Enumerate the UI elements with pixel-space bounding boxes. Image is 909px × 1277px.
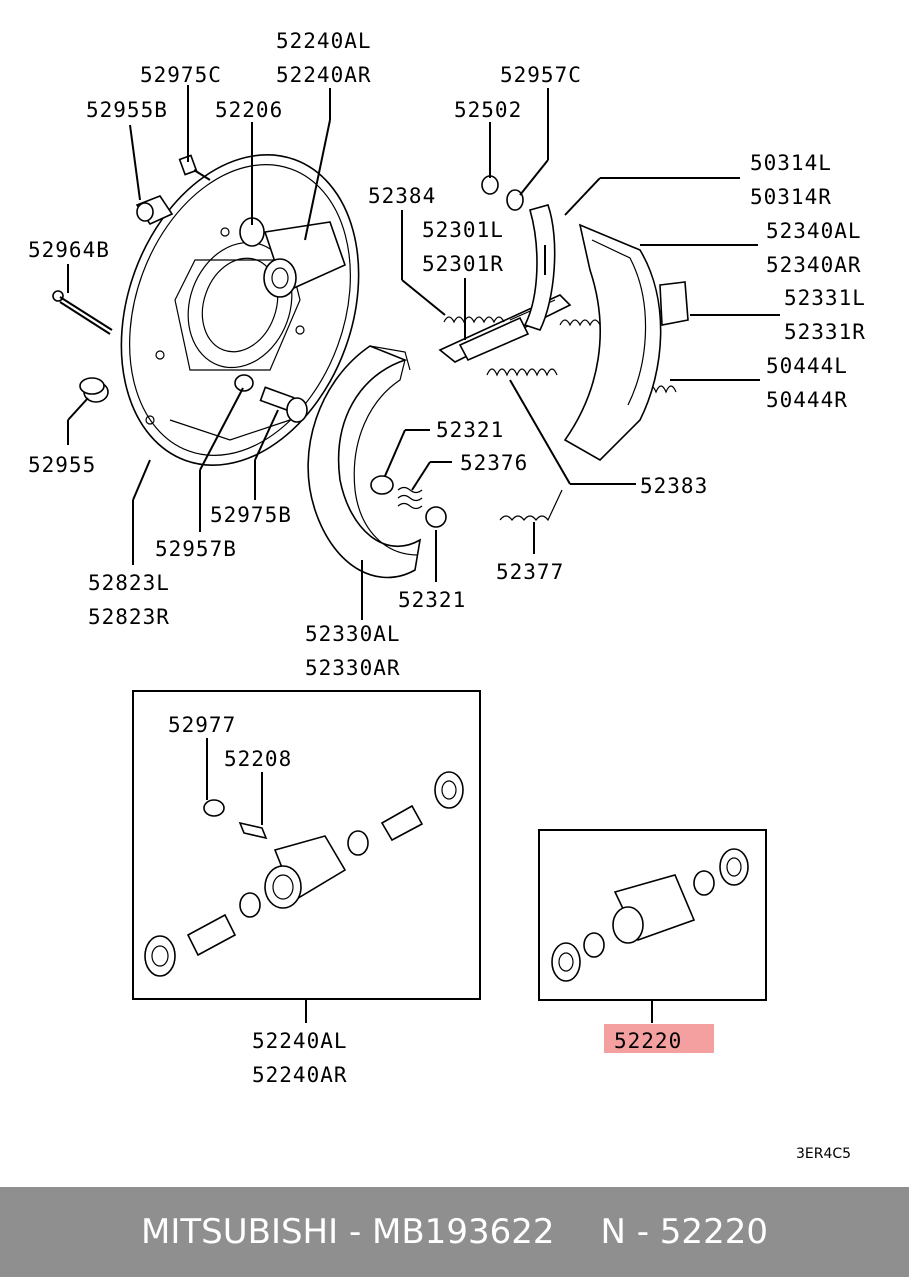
label-50314R: 50314R	[750, 185, 832, 209]
label-52220-highlighted: 52220	[614, 1029, 682, 1053]
label-52975C: 52975C	[140, 63, 222, 87]
leader-lines	[67, 85, 780, 620]
bolt-52975C	[178, 154, 211, 181]
label-52321-lower: 52321	[398, 588, 466, 612]
spring-52377	[499, 489, 563, 522]
spring-52384	[443, 316, 505, 324]
nut-52502	[481, 175, 499, 195]
part-labels: 52240AL 52240AR 52975C 52955B 52206 5296…	[28, 29, 866, 1162]
cup-52321-lower	[425, 506, 447, 528]
label-52330AL: 52330AL	[305, 622, 401, 646]
label-52502: 52502	[454, 98, 522, 122]
brake-shoe-52330A	[307, 345, 422, 579]
nut-52957B	[234, 374, 254, 392]
label-52376: 52376	[460, 451, 528, 475]
label-52340AR: 52340AR	[766, 253, 862, 277]
label-52240AL-top: 52240AL	[276, 29, 372, 53]
label-52957B: 52957B	[155, 537, 237, 561]
label-52240AR-bottom: 52240AR	[252, 1063, 348, 1087]
label-52240AR-top: 52240AR	[276, 63, 372, 87]
cup-52321-upper	[370, 475, 394, 495]
label-52331L: 52331L	[784, 286, 866, 310]
label-52340AL: 52340AL	[766, 219, 862, 243]
label-50444R: 50444R	[766, 388, 848, 412]
label-52823L: 52823L	[88, 571, 170, 595]
label-52383: 52383	[640, 474, 708, 498]
wheel-cylinder-on-plate	[239, 217, 346, 298]
label-52301R: 52301R	[422, 252, 504, 276]
label-52975B: 52975B	[210, 503, 292, 527]
label-52377: 52377	[496, 560, 564, 584]
label-52823R: 52823R	[88, 605, 170, 629]
exploded-cylinder-right	[551, 848, 749, 982]
label-52321-upper: 52321	[436, 418, 504, 442]
spring-52376	[397, 486, 423, 510]
label-52331R: 52331R	[784, 320, 866, 344]
label-52208: 52208	[224, 747, 292, 771]
label-52240AL-bottom: 52240AL	[252, 1029, 348, 1053]
label-52955: 52955	[28, 453, 96, 477]
bolt-52975B	[259, 386, 308, 423]
spring-52383	[486, 319, 601, 377]
label-52384: 52384	[368, 184, 436, 208]
bolt-52964B	[52, 290, 113, 335]
washer-52957C	[506, 189, 524, 211]
label-52977: 52977	[168, 713, 236, 737]
label-50444L: 50444L	[766, 354, 848, 378]
label-52330AR: 52330AR	[305, 656, 401, 680]
exploded-kit-box-left	[132, 690, 481, 1000]
leader-lines-box1	[206, 738, 307, 1023]
backing-plate	[120, 154, 360, 466]
footer-bar: MITSUBISHI - MB193622 N - 52220	[0, 1187, 909, 1277]
label-50314L: 50314L	[750, 151, 832, 175]
lever-50314	[523, 204, 556, 331]
exploded-cylinder-left	[144, 771, 464, 977]
diagram-code: 3ER4C5	[796, 1146, 851, 1162]
clip-52955B	[135, 195, 174, 226]
label-52955B: 52955B	[86, 98, 168, 122]
label-52301L: 52301L	[422, 218, 504, 242]
footer-brand-part-number: MITSUBISHI - MB193622	[141, 1212, 555, 1252]
shoe-52340A	[563, 223, 662, 461]
adjuster-52301	[438, 294, 572, 363]
footer-reference: N - 52220	[600, 1212, 768, 1252]
label-52964B: 52964B	[28, 238, 110, 262]
strut-52331	[659, 281, 689, 326]
label-52206: 52206	[215, 98, 283, 122]
highlight-box	[604, 1024, 714, 1053]
plug-52955	[79, 377, 109, 403]
parts-diagram: 52240AL 52240AR 52975C 52955B 52206 5296…	[28, 29, 866, 1162]
label-52957C: 52957C	[500, 63, 582, 87]
